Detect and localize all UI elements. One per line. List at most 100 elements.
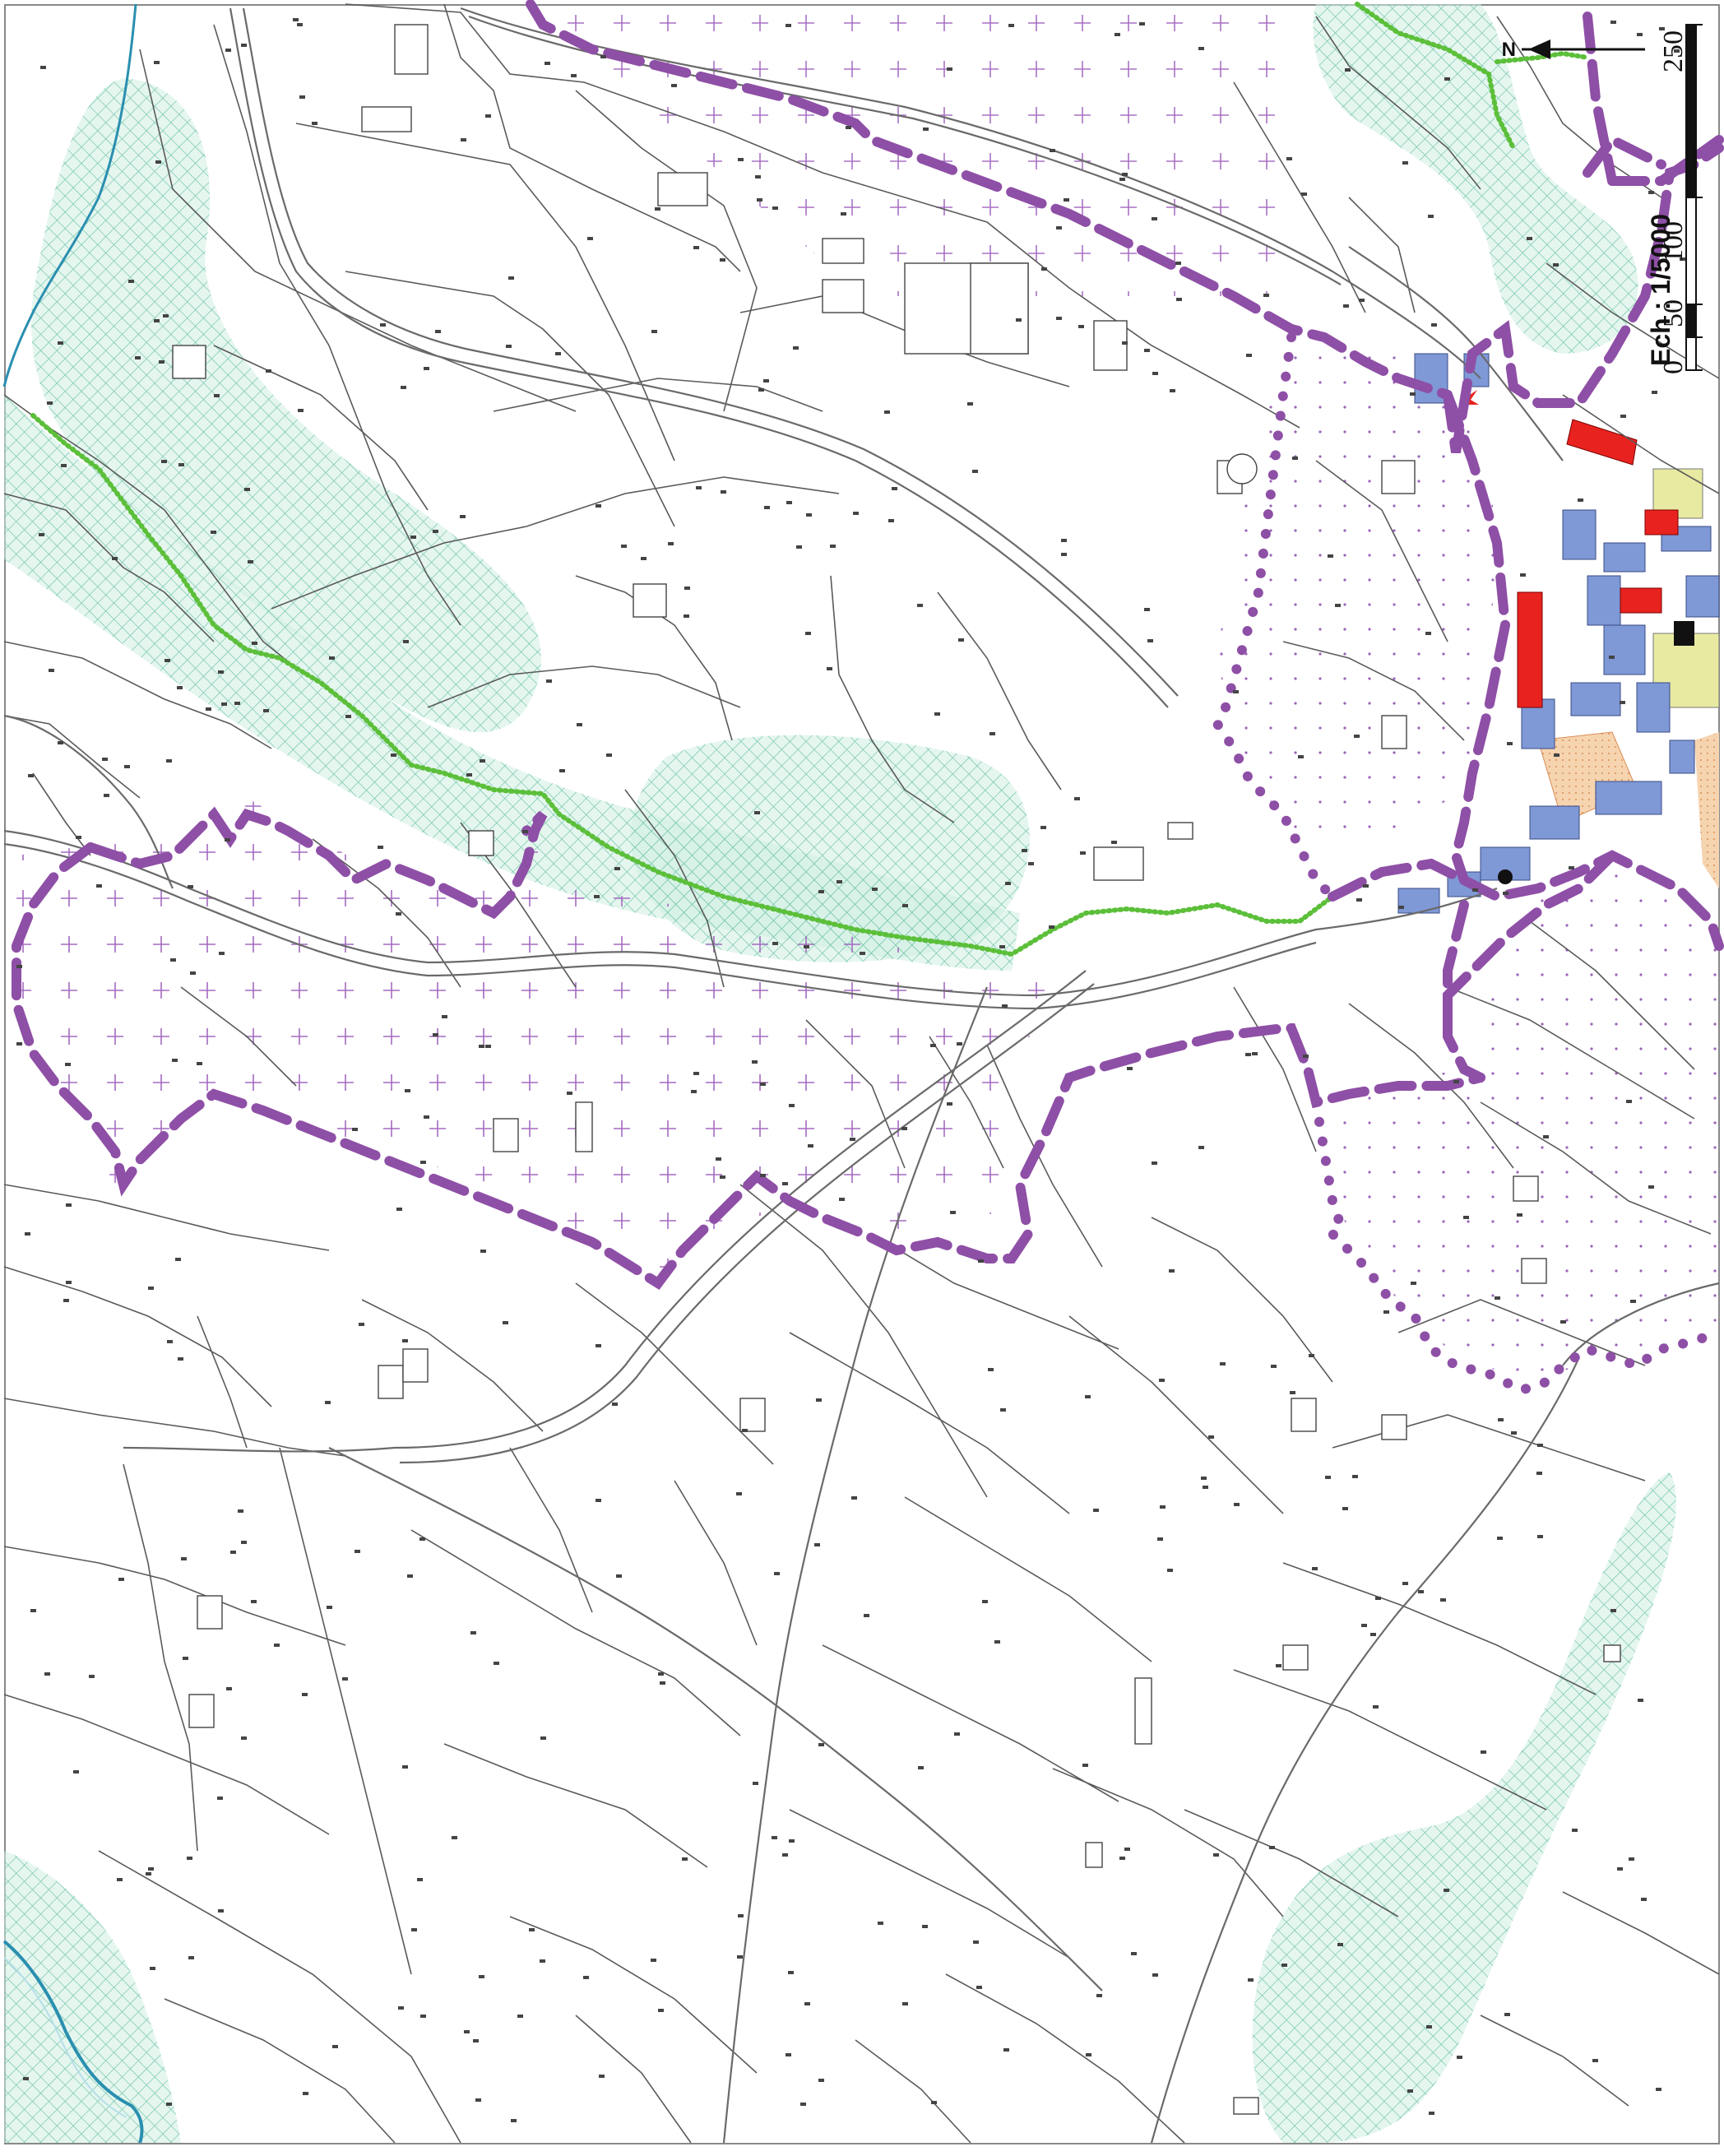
parcel-number-mark — [1147, 639, 1153, 642]
parcel-number-mark — [902, 904, 908, 907]
road-main-east-west — [3, 829, 1498, 997]
parcel-number-mark — [506, 345, 512, 348]
parcel-number-mark — [1152, 1973, 1158, 1977]
parcel-number-mark — [197, 1062, 202, 1065]
parcel-number-mark — [177, 686, 183, 689]
parcel-number-mark — [303, 2092, 308, 2095]
parcel-number-mark — [172, 1059, 178, 1062]
scale-tick-100: 100 — [1658, 221, 1689, 263]
parcel-number-mark — [1638, 1699, 1643, 1702]
parcel-number-mark — [165, 659, 170, 662]
parcel-number-mark — [758, 388, 764, 392]
parcel-number-mark — [804, 945, 809, 948]
parcel-number-mark — [44, 1672, 50, 1676]
parcel-number-mark — [976, 1986, 982, 1989]
parcel-number-mark — [76, 836, 81, 839]
parcel-number-mark — [1578, 498, 1583, 502]
parcel-number-mark — [396, 912, 401, 916]
parcel-number-mark — [1520, 573, 1526, 577]
parcel-number-mark — [1335, 604, 1341, 607]
parcel-number-mark — [1220, 1362, 1226, 1365]
parcel-number-mark — [58, 741, 63, 744]
parcel-number-mark — [1086, 2053, 1091, 2056]
parcel-number-mark — [1495, 1296, 1500, 1300]
parcel-number-mark — [312, 122, 317, 125]
parcel-number-mark — [860, 952, 865, 955]
parcel-number-mark — [1617, 1867, 1623, 1871]
parcel-number-mark — [614, 867, 620, 870]
parcel-number-mark — [218, 670, 224, 674]
parcel-number-mark — [1160, 1505, 1166, 1509]
parcel-number-mark — [475, 2098, 481, 2102]
parcel-number-mark — [181, 1557, 187, 1560]
parcel-number-mark — [332, 2045, 338, 2048]
parcel-number-mark — [1056, 317, 1062, 320]
parcel-number-mark — [658, 2009, 664, 2012]
parcel-number-mark — [922, 1925, 928, 1928]
parcel-number-mark — [772, 206, 778, 210]
parcel-number-mark — [1457, 2056, 1462, 2059]
north-arrow-icon: N — [1502, 39, 1645, 61]
parcel-number-mark — [494, 1662, 499, 1665]
parcel-number-mark — [1298, 755, 1304, 758]
parcel-number-mark — [1169, 1269, 1175, 1273]
parcel-number-mark — [872, 888, 878, 891]
parcel-number-mark — [1652, 391, 1657, 394]
parcel-number-mark — [252, 642, 257, 645]
parcel-number-mark — [764, 506, 770, 509]
parcel-number-mark — [1139, 22, 1145, 26]
parcel-number-mark — [1245, 1053, 1251, 1056]
parcel-number-mark — [571, 74, 577, 77]
parcel-number-mark — [378, 846, 383, 849]
parcel-number-mark — [226, 1687, 232, 1690]
parcel-number-mark — [170, 958, 176, 962]
parcel-number-mark — [720, 258, 725, 262]
parcel-number-mark — [1119, 178, 1125, 181]
parcel-number-mark — [786, 2053, 791, 2056]
parcel-number-mark — [297, 23, 303, 26]
parcel-number-mark — [40, 66, 46, 69]
parcel-number-mark — [1157, 1537, 1163, 1541]
parcel-number-mark — [154, 319, 160, 322]
zone-boundaries — [11, 0, 1724, 1396]
parcel-number-mark — [540, 1959, 545, 1963]
parcel-number-mark — [691, 1090, 697, 1093]
parcel-number-mark — [901, 1127, 907, 1130]
parcel-number-mark — [1016, 318, 1022, 322]
parcel-number-mark — [818, 2079, 824, 2082]
parcel-number-mark — [28, 774, 34, 777]
green-zone-northwest — [31, 78, 541, 733]
green-zone-southwest — [4, 1851, 181, 2143]
parcel-number-mark — [396, 1208, 402, 1211]
parcel-number-mark — [359, 1323, 364, 1326]
parcel-number-mark — [788, 1971, 794, 1974]
parcel-number-mark — [1049, 925, 1054, 929]
parcel-number-mark — [1198, 47, 1204, 50]
red-buildings — [1517, 419, 1679, 708]
parcel-number-mark — [420, 1161, 426, 1164]
parcel-number-mark — [58, 341, 63, 345]
blue-buildings — [1397, 353, 1720, 914]
parcel-number-mark — [641, 557, 646, 560]
parcel-number-mark — [178, 1357, 183, 1361]
parcel-number-mark — [793, 346, 799, 350]
parcel-number-mark — [555, 352, 561, 355]
parcel-number-mark — [1463, 1216, 1469, 1219]
parcel-number-mark — [1213, 1853, 1219, 1857]
parcel-number-mark — [902, 2002, 908, 2005]
parcel-number-mark — [559, 769, 565, 772]
river-southwest — [2, 1940, 144, 2144]
parcel-number-mark — [1410, 392, 1416, 396]
parcel-number-mark — [241, 1541, 247, 1544]
parcel-number-mark — [1041, 267, 1047, 271]
parcel-number-mark — [1082, 1764, 1088, 1767]
green-path-west — [30, 413, 1335, 957]
parcel-number-mark — [1290, 1391, 1295, 1394]
dot-symbol-icon — [1217, 329, 1497, 847]
parcel-number-mark — [1061, 539, 1067, 542]
parcel-number-mark — [1402, 161, 1408, 165]
parcel-number-mark — [837, 880, 842, 883]
parcel-number-mark — [325, 1401, 331, 1404]
parcel-number-mark — [1440, 1598, 1446, 1602]
parcel-number-mark — [988, 1368, 994, 1371]
